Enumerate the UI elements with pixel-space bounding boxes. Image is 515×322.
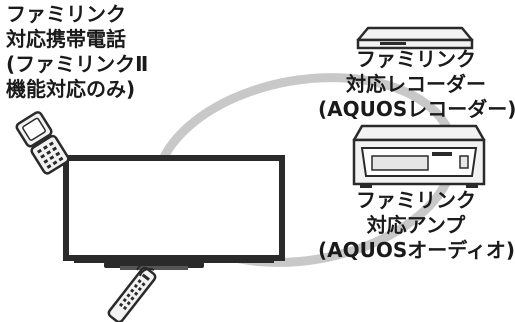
phone-label-line-4: 機能対応のみ) [6,77,136,101]
amplifier-label-line-1: ファミリンク [356,188,476,212]
recorder-label-line-3: (AQUOSレコーダー) [318,97,515,121]
tv-icon [63,155,285,270]
amplifier-label-line-3: (AQUOSオーディオ) [318,238,515,262]
ir-signal-icon [136,259,158,277]
mobile-phone-icon [15,111,70,175]
phone-label-line-1: ファミリンク [6,2,126,26]
amplifier-label-line-2: 対応アンプ [366,213,466,237]
recorder-icon [356,26,474,50]
recorder-label-line-1: ファミリンク [356,47,476,71]
phone-label: ファミリンク 対応携帯電話 (ファミリンクⅡ 機能対応のみ) [6,2,148,102]
remote-control-icon [107,266,157,322]
recorder-label: ファミリンク 対応レコーダー (AQUOSレコーダー) [318,47,515,122]
amplifier-label: ファミリンク 対応アンプ (AQUOSオーディオ) [318,188,515,263]
phone-label-line-3: (ファミリンクⅡ [6,52,149,76]
amplifier-icon [352,124,486,188]
phone-label-line-2: 対応携帯電話 [6,27,126,51]
recorder-label-line-2: 対応レコーダー [346,72,486,96]
